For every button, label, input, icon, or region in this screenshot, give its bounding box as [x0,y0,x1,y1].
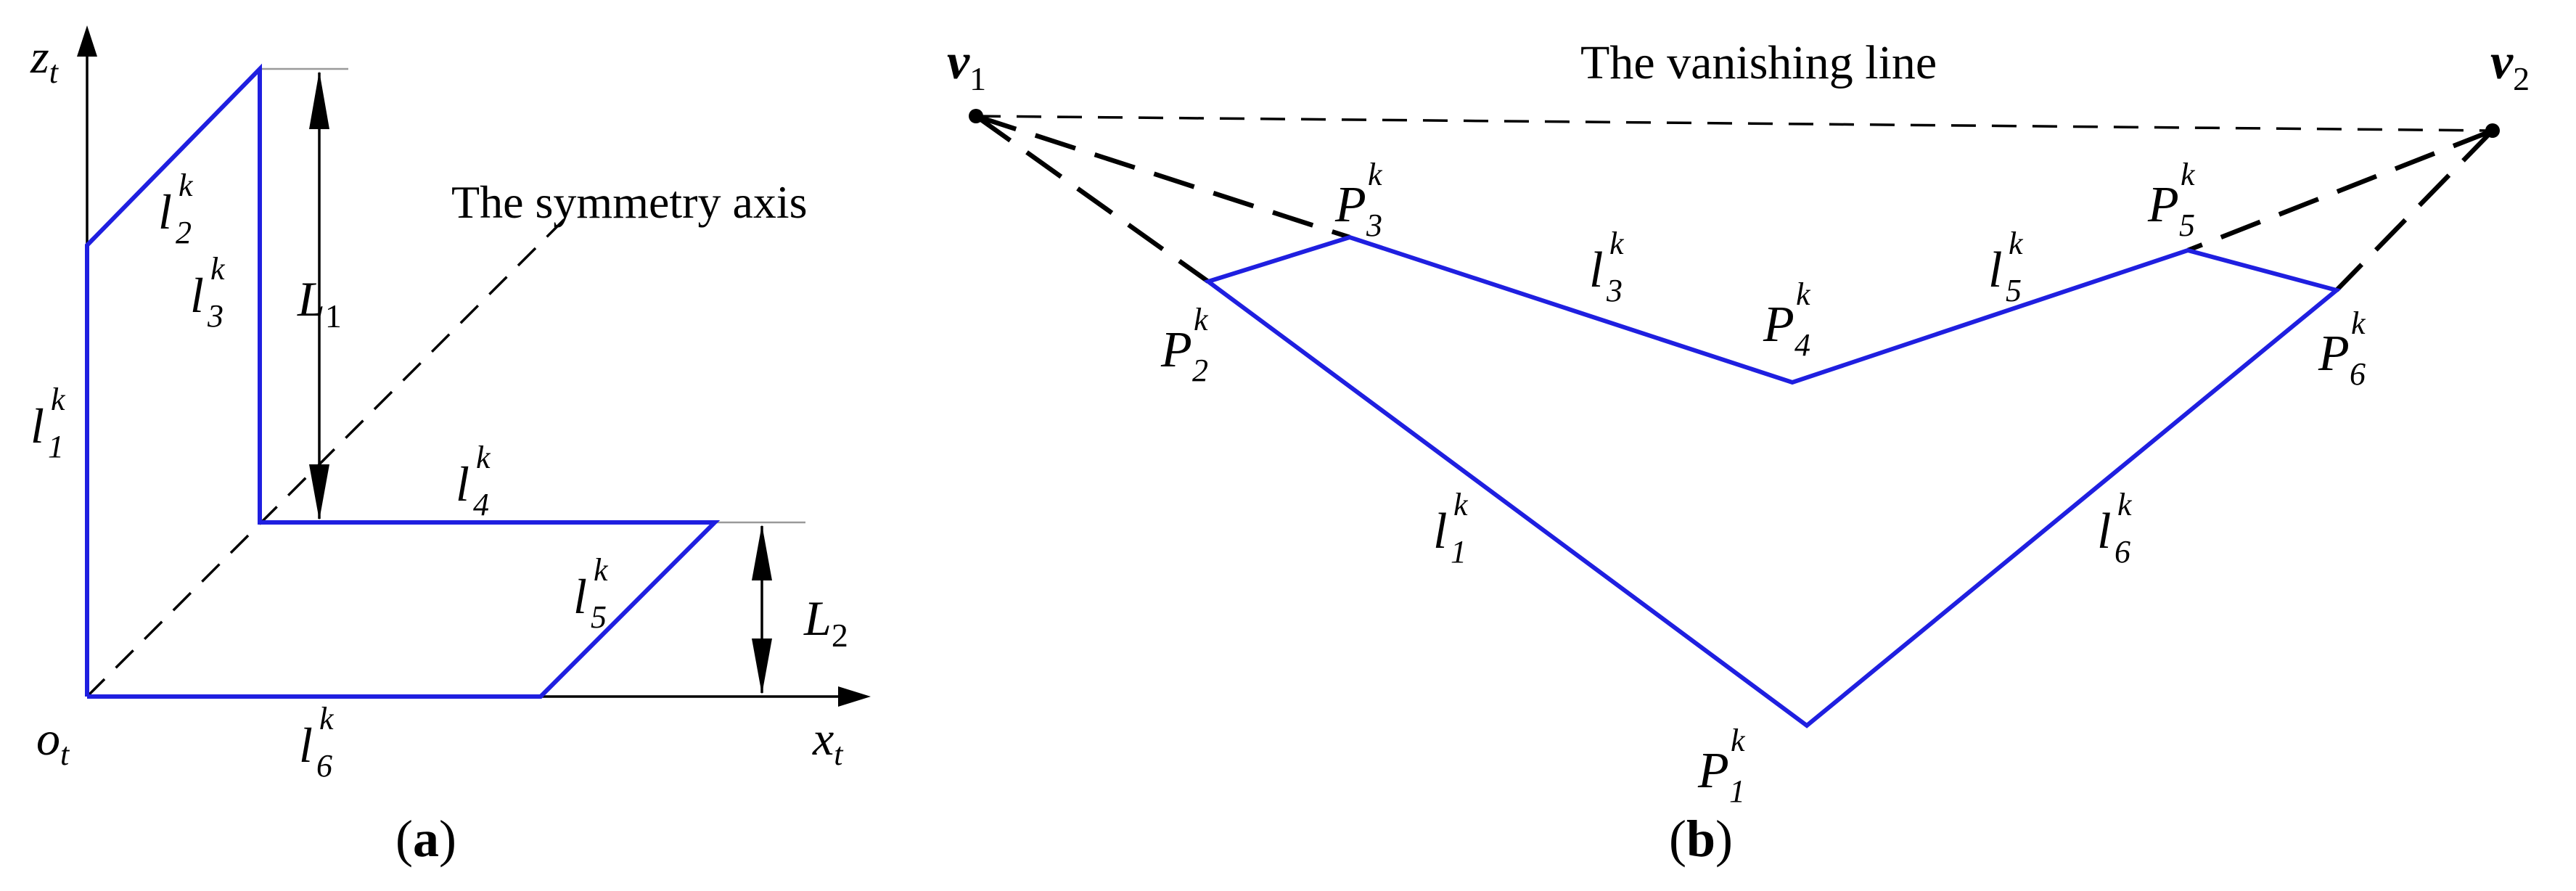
convergence-line-v2-p5 [2186,128,2494,253]
svg-text:P: P [1160,322,1192,378]
svg-text:1: 1 [1729,773,1745,809]
segment-label-l5: l k 5 [573,552,609,635]
svg-text:l: l [190,268,204,323]
vanishing-point-v2 [2485,123,2500,138]
point-label-P5: P k 5 [2147,157,2196,243]
vanishing-line-label: The vanishing line [1580,36,1937,89]
svg-text:l: l [456,456,469,512]
svg-text:l: l [299,718,313,773]
svg-text:1: 1 [48,429,64,464]
point-label-P3: P k 3 [1334,157,1383,243]
vanishing-point-label-v2: v2 [2490,34,2530,97]
svg-text:P: P [2147,177,2179,233]
point-label-P2: P k 2 [1160,302,1209,388]
svg-text:k: k [476,440,491,475]
svg-text:5: 5 [591,599,607,635]
vanishing-line [975,115,2493,132]
svg-text:k: k [2181,157,2196,192]
z-axis-label: zt [30,30,60,90]
svg-text:k: k [210,251,226,287]
z-axis-arrowhead [77,25,97,57]
svg-text:k: k [179,168,194,203]
dimension-label-L1: L1 [297,271,342,334]
svg-text:l: l [1988,242,2002,298]
svg-text:k: k [594,552,609,588]
segment-label-l3-b: l k 3 [1589,226,1625,308]
svg-text:6: 6 [316,748,332,784]
svg-text:3: 3 [1366,208,1382,243]
dimension-arrow-L1-top [309,71,329,129]
x-axis-label: xt [812,713,844,772]
segment-label-l1: l k 1 [30,382,66,464]
segment-label-l2: l k 2 [158,168,194,250]
caption-b: (b) [1669,810,1733,868]
segment-label-l1-b: l k 1 [1433,487,1469,570]
caption-a: (a) [395,810,456,868]
svg-text:3: 3 [1606,273,1623,308]
panel-a: zt xt ot The symmetry axis l k 1 l k 2 l… [30,25,871,868]
dimension-arrow-L2-bottom [752,639,772,694]
dimension-arrow-L2-top [752,525,772,580]
svg-text:k: k [2351,305,2366,341]
segment-label-l5-b: l k 5 [1988,226,2024,308]
vanishing-point-v1 [969,109,983,123]
dimension-arrow-L1-bottom [309,464,329,520]
svg-text:6: 6 [2114,534,2130,570]
svg-text:k: k [1194,302,1209,337]
point-label-P4: P k 4 [1763,276,1811,363]
svg-text:k: k [1731,723,1746,758]
svg-text:k: k [2009,226,2024,261]
svg-text:1: 1 [1451,534,1467,570]
svg-text:k: k [319,701,335,736]
svg-text:l: l [158,184,172,239]
svg-text:k: k [51,382,66,417]
vanishing-point-label-v1: v1 [947,34,986,97]
convergence-line-v2-p6 [2334,128,2495,292]
svg-text:l: l [1433,504,1447,559]
svg-text:l: l [573,569,587,624]
x-axis-arrowhead [838,686,871,707]
svg-text:2: 2 [1192,353,1208,388]
segment-label-l6: l k 6 [299,701,335,784]
convergence-line-v1-p3 [975,113,1351,240]
symmetry-axis-label: The symmetry axis [451,176,808,228]
svg-text:l: l [30,398,44,453]
svg-text:3: 3 [207,298,223,334]
svg-text:k: k [1368,157,1383,192]
segment-label-l6-b: l k 6 [2097,487,2133,570]
svg-text:2: 2 [176,215,192,250]
svg-text:l: l [1589,242,1603,298]
segment-label-l3: l k 3 [190,251,226,334]
point-label-P1: P k 1 [1697,723,1746,809]
svg-text:l: l [2097,504,2111,559]
svg-text:P: P [2318,326,2350,382]
blue-outline [85,63,721,699]
svg-text:5: 5 [2179,208,2195,243]
panel-b: The vanishing line v1 v2 P k 1 P k 2 P k… [947,34,2530,868]
svg-text:P: P [1697,743,1729,799]
svg-text:P: P [1334,177,1366,233]
svg-text:k: k [1796,276,1811,312]
svg-text:k: k [1453,487,1469,522]
blue-projected-outline [1203,234,2342,728]
point-label-P6: P k 6 [2318,305,2366,392]
svg-text:k: k [1609,226,1625,261]
dimension-label-L2: L2 [803,591,848,654]
svg-text:6: 6 [2350,356,2366,392]
svg-text:P: P [1763,297,1794,353]
segment-label-l4: l k 4 [456,440,491,522]
svg-text:4: 4 [473,487,489,522]
convergence-line-v1-p2 [975,114,1210,284]
origin-label: ot [36,713,70,772]
svg-text:5: 5 [2006,273,2022,308]
symmetry-axis [86,216,567,698]
svg-text:k: k [2117,487,2133,522]
svg-text:4: 4 [1794,327,1810,363]
